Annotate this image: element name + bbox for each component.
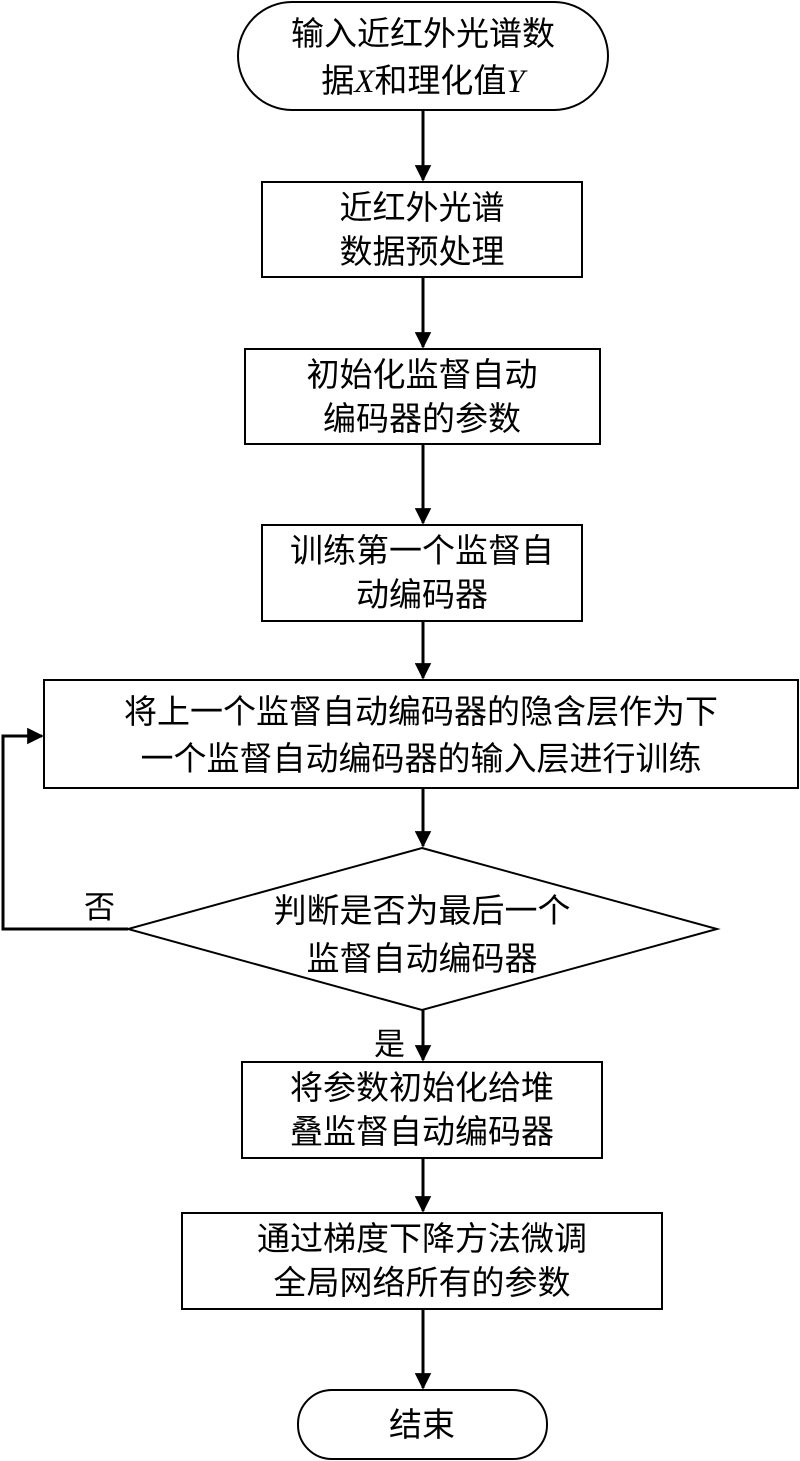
- start-node-line1: 输入近红外光谱数: [291, 14, 555, 53]
- end-node: 结束: [297, 1389, 548, 1460]
- decision-node-line2: 监督自动编码器: [307, 939, 538, 978]
- init-params-node: 初始化监督自动 编码器的参数: [244, 348, 601, 445]
- train-first-node-line2: 动编码器: [356, 575, 488, 614]
- hidden-as-input-node-shape: [43, 679, 799, 789]
- train-first-node-line1: 训练第一个监督自: [290, 531, 554, 570]
- finetune-node-line1: 通过梯度下降方法微调: [257, 1219, 587, 1258]
- init-params-node-shape: [244, 348, 601, 445]
- preprocess-node-line2: 数据预处理: [340, 232, 505, 271]
- hidden-as-input-node-line1: 将上一个监督自动编码器的隐含层作为下: [124, 692, 718, 731]
- stack-init-node-line1: 将参数初始化给堆: [290, 1068, 554, 1107]
- train-first-node: 训练第一个监督自 动编码器: [261, 524, 583, 622]
- stack-init-node-line2: 叠监督自动编码器: [290, 1112, 554, 1151]
- finetune-node-shape: [181, 1212, 663, 1310]
- start-node-line2: 据X和理化值Y: [321, 61, 528, 100]
- preprocess-node-shape: [261, 181, 583, 278]
- finetune-node-line2: 全局网络所有的参数: [274, 1263, 571, 1302]
- decision-node: 判断是否为最后一个 监督自动编码器: [124, 846, 721, 1012]
- edge-label-no: 否: [84, 890, 115, 926]
- finetune-node: 通过梯度下降方法微调 全局网络所有的参数: [181, 1212, 663, 1310]
- end-node-label: 结束: [389, 1405, 455, 1444]
- train-first-node-shape: [261, 524, 583, 622]
- preprocess-node-line1: 近红外光谱: [340, 188, 505, 227]
- init-params-node-line2: 编码器的参数: [323, 399, 521, 438]
- stack-init-node-shape: [241, 1061, 603, 1159]
- edge-label-yes: 是: [374, 1027, 405, 1063]
- preprocess-node: 近红外光谱 数据预处理: [261, 181, 583, 278]
- init-params-node-line1: 初始化监督自动: [307, 355, 538, 394]
- decision-node-line1: 判断是否为最后一个: [274, 891, 571, 930]
- start-node: 输入近红外光谱数 据X和理化值Y: [237, 1, 609, 111]
- end-node-shape: [297, 1389, 548, 1460]
- hidden-as-input-node-line2: 一个监督自动编码器的输入层进行训练: [141, 739, 702, 778]
- hidden-as-input-node: 将上一个监督自动编码器的隐含层作为下 一个监督自动编码器的输入层进行训练: [43, 679, 799, 789]
- arrow-loop-back: [1, 727, 128, 931]
- stack-init-node: 将参数初始化给堆 叠监督自动编码器: [241, 1061, 603, 1159]
